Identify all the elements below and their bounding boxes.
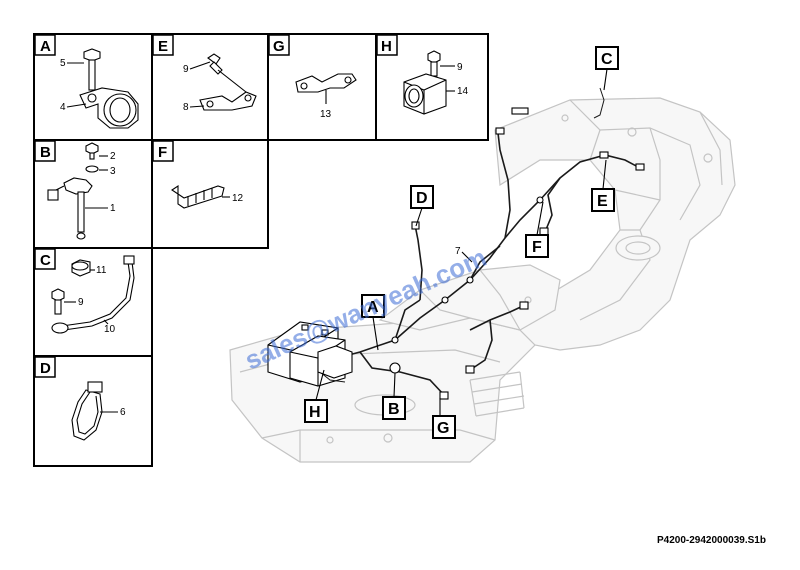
- svg-text:B: B: [388, 401, 400, 418]
- detail-box-H-frame: [375, 33, 489, 141]
- detail-G-parts: 13: [295, 73, 357, 120]
- svg-text:G: G: [437, 420, 449, 437]
- svg-text:10: 10: [104, 324, 116, 335]
- svg-text:B: B: [40, 144, 51, 161]
- svg-text:F: F: [158, 144, 167, 161]
- svg-text:F: F: [532, 239, 542, 256]
- svg-text:C: C: [601, 51, 613, 68]
- detail-grid: [33, 33, 489, 467]
- svg-text:C: C: [40, 252, 51, 269]
- box-tab-E: E: [152, 34, 174, 56]
- detail-H-parts: 9 14: [403, 50, 469, 115]
- detail-box-letters: A E G H B F C D: [34, 34, 398, 378]
- svg-text:1: 1: [110, 203, 116, 214]
- svg-text:E: E: [158, 38, 168, 55]
- detail-A-parts: 5 4: [60, 48, 139, 129]
- svg-text:9: 9: [78, 297, 84, 308]
- svg-text:4: 4: [60, 102, 66, 113]
- main-label-7: 7: [455, 246, 461, 257]
- svg-text:13: 13: [320, 109, 332, 120]
- wiring-harness: [317, 87, 645, 400]
- svg-text:3: 3: [110, 166, 116, 177]
- box-tab-G: G: [268, 34, 290, 56]
- detail-F-parts: 12: [171, 184, 244, 209]
- svg-text:8: 8: [183, 102, 189, 113]
- svg-text:2: 2: [110, 151, 116, 162]
- svg-text:5: 5: [60, 58, 66, 69]
- svg-text:A: A: [367, 299, 379, 316]
- svg-text:9: 9: [183, 64, 189, 75]
- svg-text:6: 6: [120, 407, 126, 418]
- callout-H: H: [304, 369, 328, 423]
- svg-text:H: H: [381, 38, 392, 55]
- box-tab-H: H: [376, 34, 398, 56]
- detail-box-F-frame: [151, 139, 269, 249]
- detail-E-parts: 9 8: [183, 53, 257, 113]
- callout-G: G: [432, 398, 456, 439]
- svg-text:A: A: [40, 38, 51, 55]
- svg-text:D: D: [40, 360, 51, 377]
- callout-F: F: [525, 201, 549, 258]
- callout-E: E: [591, 159, 615, 212]
- svg-text:12: 12: [232, 193, 244, 204]
- svg-text:11: 11: [96, 265, 107, 276]
- drawing-id: P4200-2942000039.S1b: [657, 535, 766, 546]
- detail-D-parts: 6: [71, 381, 126, 441]
- detail-C-parts: 11 9 10: [51, 255, 135, 335]
- callout-B: B: [382, 372, 406, 420]
- detail-box-D-frame: [33, 355, 153, 467]
- detail-B-parts: 2 3 1: [47, 142, 116, 240]
- callouts: C D E F A B H: [304, 46, 619, 439]
- callout-A: A: [361, 294, 385, 351]
- box-tab-B: B: [34, 140, 56, 162]
- callout-D: D: [410, 185, 434, 227]
- svg-text:H: H: [309, 404, 321, 421]
- svg-text:D: D: [416, 190, 428, 207]
- box-tab-A: A: [34, 34, 56, 56]
- box-tab-F: F: [152, 140, 174, 162]
- box-tab-C: C: [34, 248, 56, 270]
- svg-text:14: 14: [457, 86, 469, 97]
- callout-C: C: [595, 46, 619, 91]
- box-tab-D: D: [34, 356, 56, 378]
- svg-text:E: E: [597, 193, 608, 210]
- svg-text:G: G: [273, 38, 285, 55]
- svg-text:9: 9: [457, 62, 463, 73]
